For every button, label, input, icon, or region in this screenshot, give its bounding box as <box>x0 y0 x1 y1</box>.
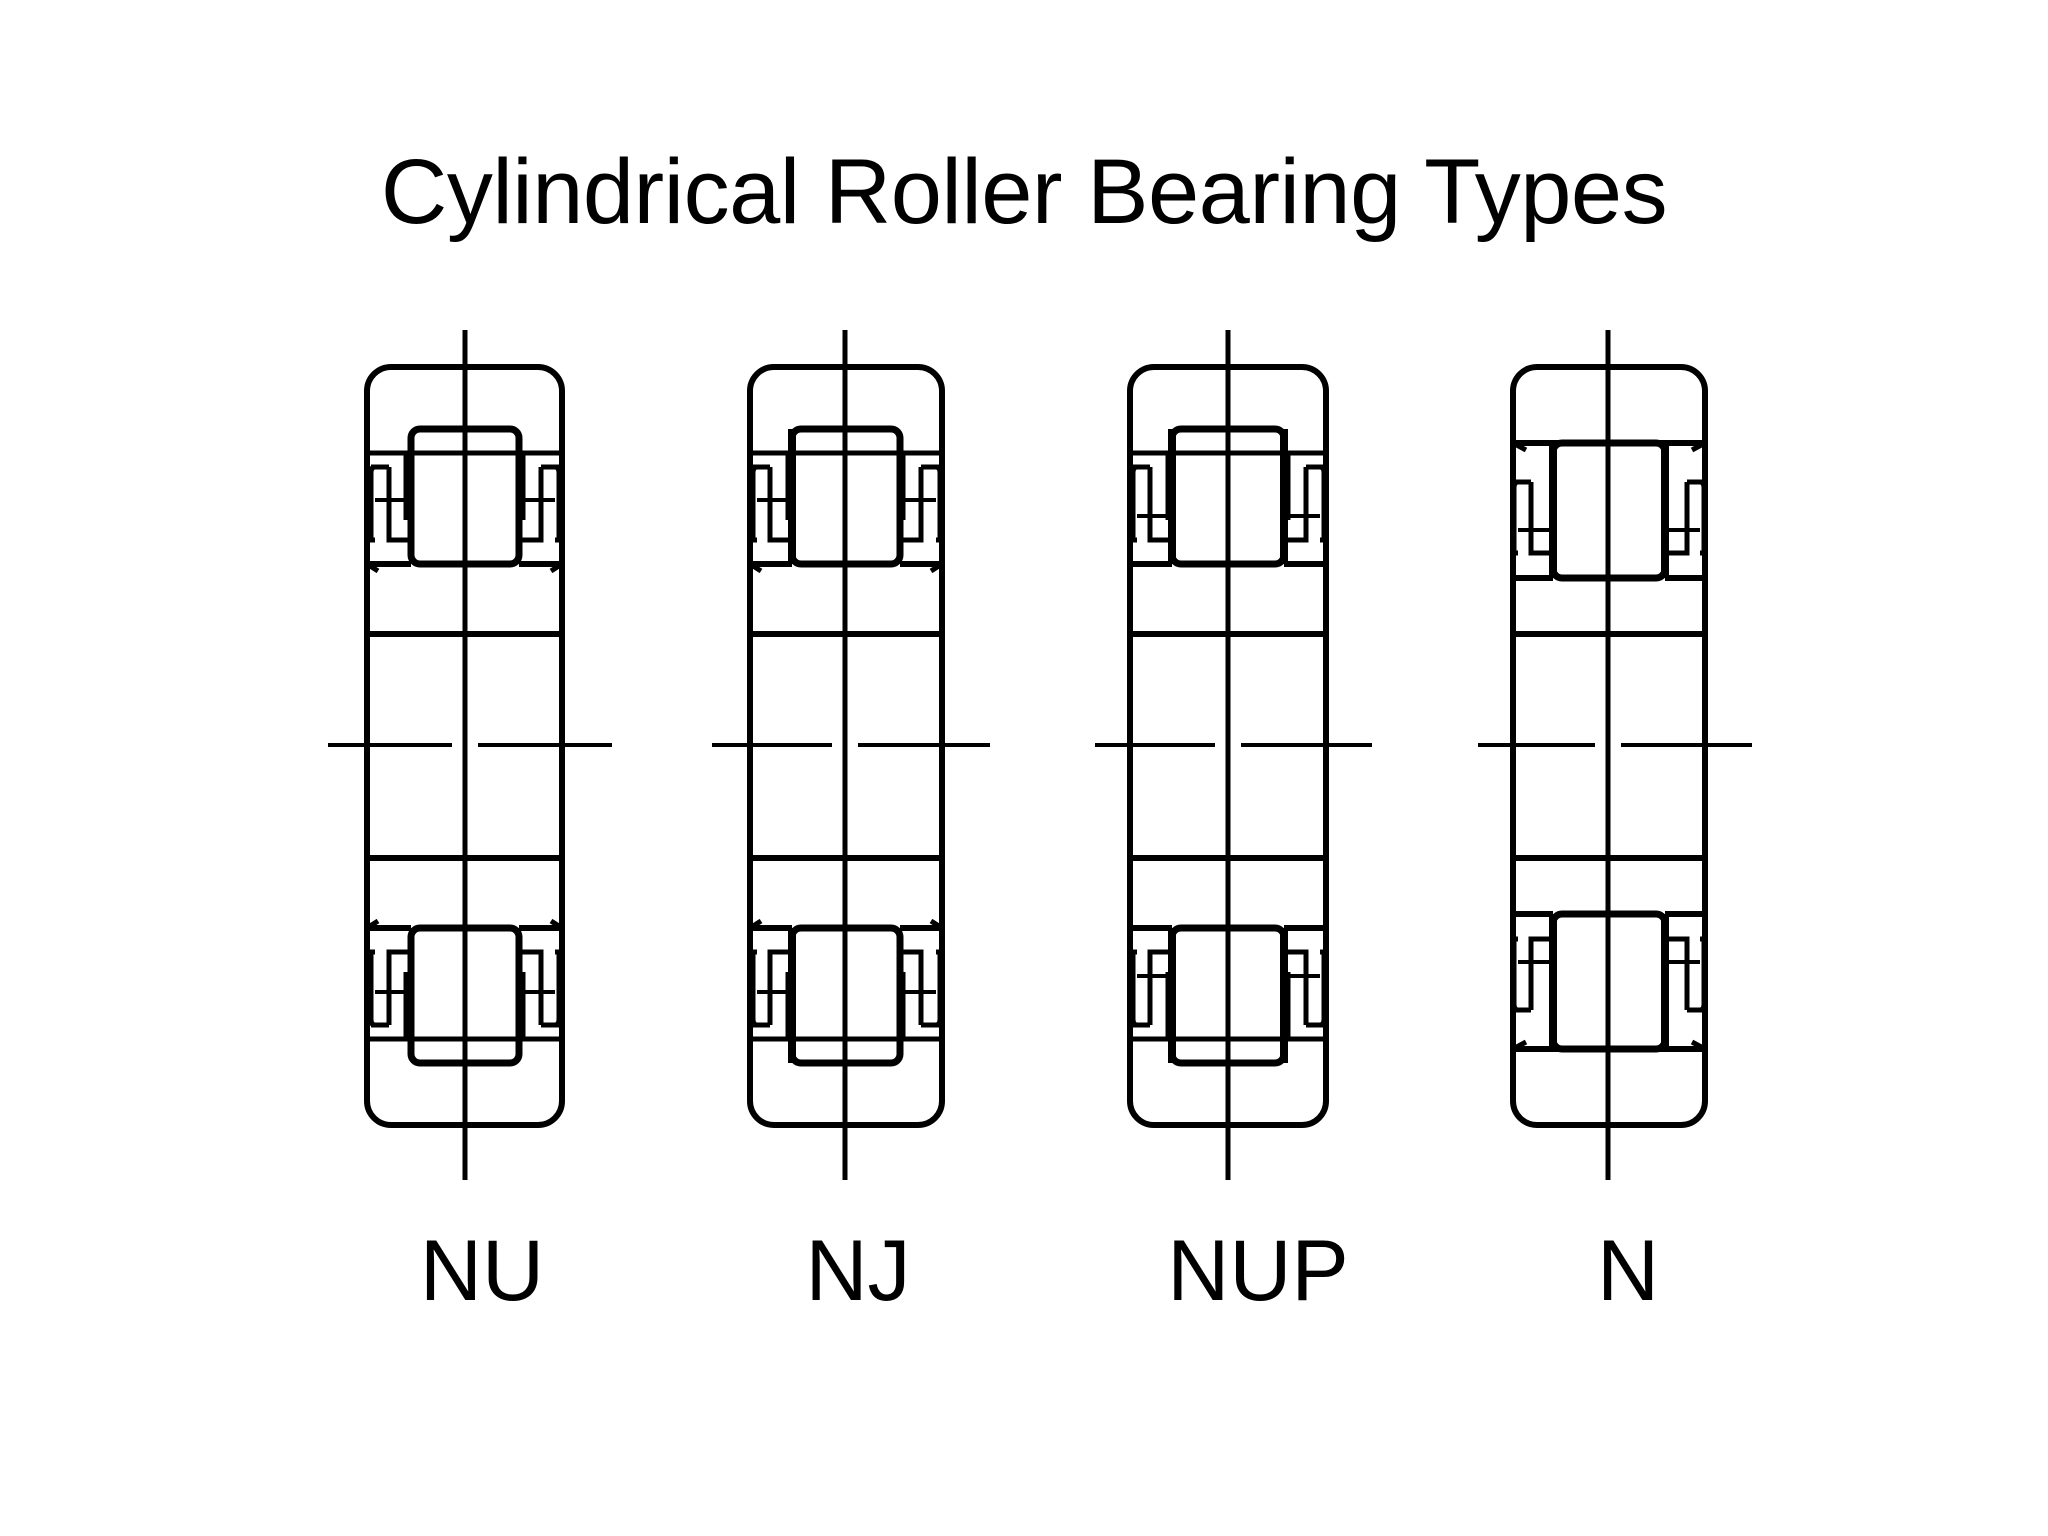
cage-pocket-right <box>900 949 924 1025</box>
inner-ring-upper-left-taper <box>748 561 763 574</box>
inner-ring-lower-left-taper <box>365 918 380 931</box>
cage-pocket-right <box>1284 467 1309 543</box>
n-upper-assembly <box>1511 439 1707 637</box>
outer-ring <box>1127 364 1329 1128</box>
inner-ring-lower-left-taper <box>748 918 763 931</box>
page-title: Cylindrical Roller Bearing Types <box>380 141 1668 243</box>
cage-outline-right <box>1319 949 1327 1028</box>
inner-ring-upper-left-taper <box>365 561 380 574</box>
cage-outline-left <box>368 464 376 543</box>
bearing-nj <box>712 330 990 1180</box>
cage-pocket-left <box>386 949 411 1025</box>
cage-pocket-left <box>1528 482 1553 556</box>
cylindrical-roller <box>407 924 523 1067</box>
cage-pocket-left <box>386 467 411 543</box>
cage-outline-left <box>1130 949 1138 1028</box>
inner-ring-lower-right-taper <box>549 918 564 931</box>
inner-ring-lower-right-taper <box>929 918 944 931</box>
cage-outline-left <box>1511 936 1519 1013</box>
cage-pocket-right <box>1665 936 1690 1010</box>
cage-pocket-left <box>767 467 792 543</box>
nup-upper-assembly <box>1130 425 1327 637</box>
nj-upper-assembly <box>748 425 944 637</box>
cage-pocket-right <box>1665 482 1690 556</box>
cage-outline-right <box>1319 464 1327 543</box>
cage-outline-right <box>935 949 943 1028</box>
cage-pocket-left <box>1147 949 1172 1025</box>
cage-pocket-right <box>1284 949 1309 1025</box>
cage-pocket-right <box>519 467 544 543</box>
bearing-nup <box>1095 330 1372 1180</box>
outer-raceway-right-taper <box>1690 1039 1707 1052</box>
cage-outline-right <box>1699 936 1707 1013</box>
bearing-label-n: N <box>1596 1223 1660 1319</box>
cage-pocket-left <box>1528 936 1553 1010</box>
nj-lower-assembly <box>748 855 944 1067</box>
inner-ring-upper-right-taper <box>929 561 944 574</box>
cage-outline-right <box>554 464 562 543</box>
nup-lower-assembly <box>1130 855 1327 1067</box>
bearing-label-nu: NU <box>419 1223 545 1319</box>
cage-outline-left <box>750 949 758 1028</box>
outer-raceway-right-taper <box>1690 440 1707 453</box>
outer-ring <box>747 364 945 1128</box>
cage-pocket-left <box>767 949 792 1025</box>
n-lower-assembly <box>1511 855 1707 1053</box>
cage-outline-left <box>1511 479 1519 556</box>
cylindrical-roller <box>407 425 523 568</box>
bearing-label-nj: NJ <box>805 1223 911 1319</box>
cage-pocket-right <box>900 467 924 543</box>
cage-outline-right <box>1699 479 1707 556</box>
cage-outline-left <box>750 464 758 543</box>
cage-pocket-left <box>1147 467 1172 543</box>
outer-raceway-left-taper <box>1511 440 1528 453</box>
outer-ring <box>1510 364 1708 1128</box>
nu-upper-assembly <box>365 425 564 637</box>
cage-outline-left <box>1130 464 1138 543</box>
cage-outline-left <box>368 949 376 1028</box>
outer-ring <box>364 364 565 1128</box>
bearing-label-nup: NUP <box>1167 1223 1349 1319</box>
bearing-nu <box>328 330 612 1180</box>
outer-raceway-left-taper <box>1511 1039 1528 1052</box>
cage-outline-right <box>554 949 562 1028</box>
cage-pocket-right <box>519 949 544 1025</box>
nu-lower-assembly <box>365 855 564 1067</box>
inner-ring-upper-right-taper <box>549 561 564 574</box>
cage-outline-right <box>935 464 943 543</box>
bearing-n <box>1478 330 1752 1180</box>
